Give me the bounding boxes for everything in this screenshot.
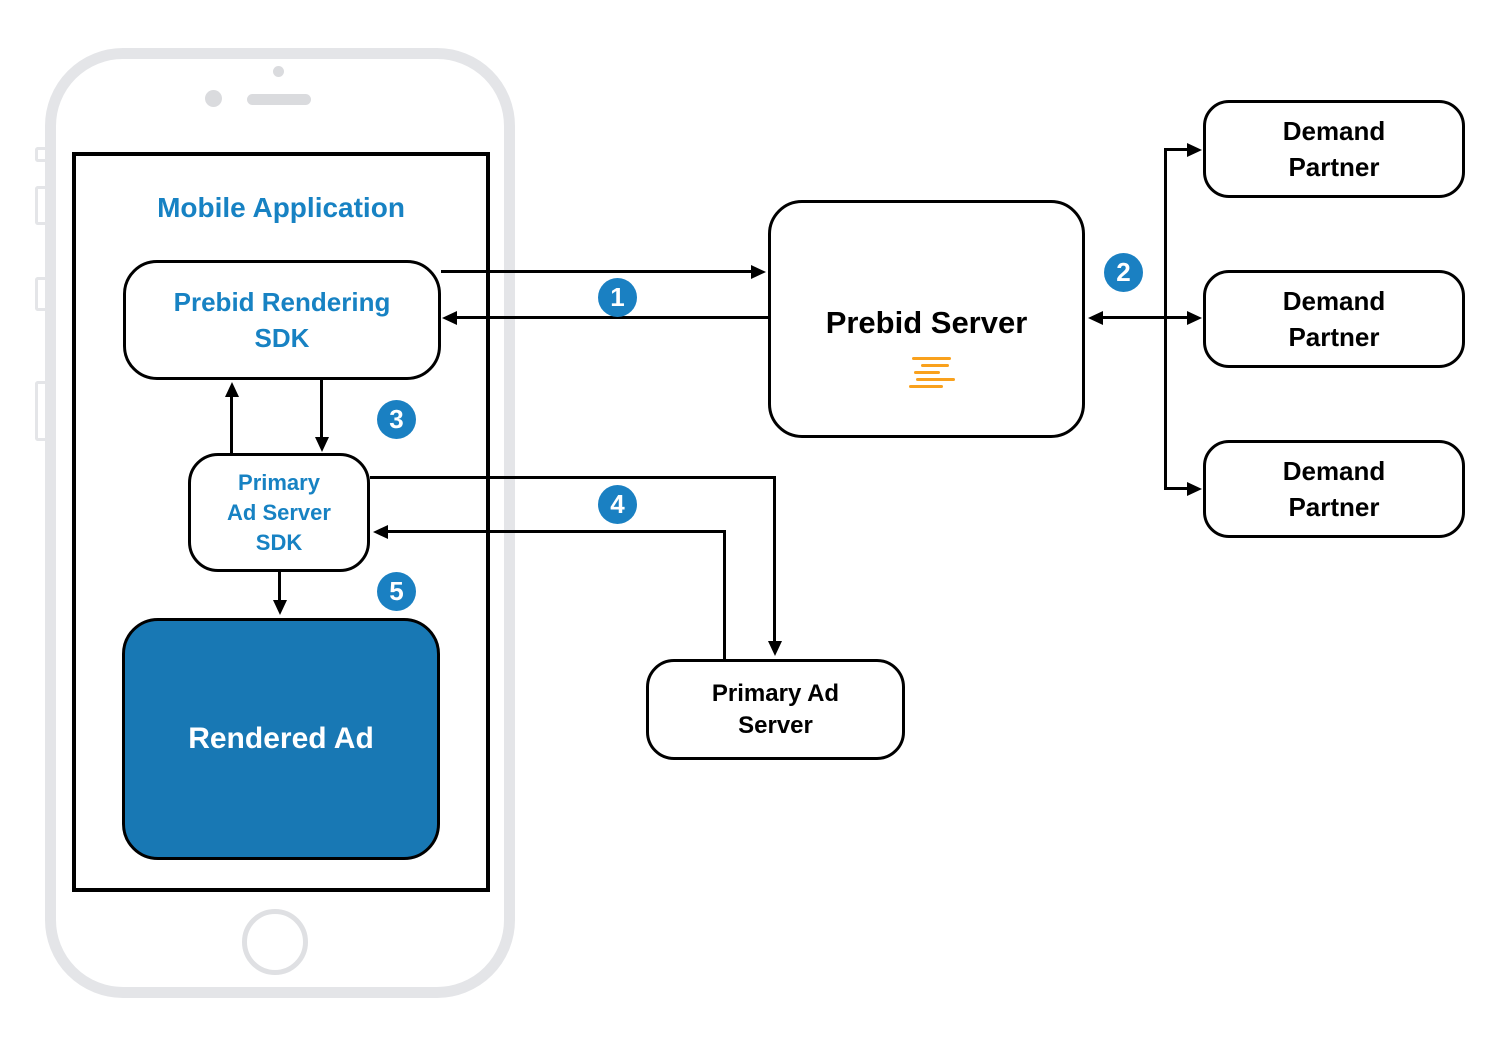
primary-ad-server-sdk-box: Primary Ad Server SDK (188, 453, 370, 572)
arrowhead-into-demand-partner-3 (1187, 482, 1202, 496)
phone-mute-switch (35, 147, 46, 162)
rendered-ad-label: Rendered Ad (188, 722, 374, 755)
demand-partner-3-label-line2: Partner (1288, 492, 1380, 522)
prebid-logo-icon (909, 355, 957, 389)
line-sdk-to-prebid-server (441, 270, 751, 273)
demand-partner-1-label-line1: Demand (1282, 116, 1386, 146)
line-left-to-primary-sdk (388, 530, 725, 533)
arrowhead-into-primary-sdk (315, 437, 329, 452)
demand-partner-2-label-line1: Demand (1282, 286, 1386, 316)
prebid-server-label: Prebid Server (825, 305, 1028, 340)
phone-volume-down-button (35, 277, 46, 311)
line-primary-sdk-to-rendered-ad (278, 572, 281, 602)
rendered-ad-box: Rendered Ad (122, 618, 440, 860)
line-partner-junction (1164, 148, 1167, 490)
demand-partner-2-label-line2: Partner (1288, 322, 1380, 352)
step-3-badge: 3 (377, 400, 416, 439)
line-sdk-down-to-primary-sdk (320, 380, 323, 438)
arrowhead-into-primary-ad-server (768, 641, 782, 656)
prebid-rendering-sdk-label-line1: Prebid Rendering (173, 287, 391, 317)
phone-volume-up-button (35, 186, 46, 225)
arrowhead-into-demand-partner-2 (1187, 311, 1202, 325)
phone-side-button (35, 381, 46, 441)
primary-ad-server-sdk-label-line1: Primary (238, 469, 320, 495)
mobile-application-box: Mobile Application (72, 152, 490, 892)
phone-camera-icon (205, 90, 222, 107)
demand-partner-box-2: Demand Partner (1203, 270, 1465, 368)
line-primary-sdk-right (370, 476, 775, 479)
phone-sensor-dot-icon (273, 66, 284, 77)
prebid-logo-stripe (909, 385, 943, 388)
line-prebid-server-to-sdk (457, 316, 768, 319)
arrowhead-into-prebid-server-right (1088, 311, 1103, 325)
arrowhead-into-prebid-server (751, 265, 766, 279)
prebid-rendering-sdk-label-line2: SDK (254, 323, 310, 353)
arrowhead-into-rendering-sdk (442, 311, 457, 325)
step-1-badge: 1 (598, 278, 637, 317)
line-to-demand-partner-3 (1164, 487, 1187, 490)
prebid-server-box: Prebid Server (768, 200, 1085, 438)
line-down-to-primary-ad-server (773, 476, 776, 642)
line-prebid-server-to-partners (1103, 316, 1187, 319)
primary-ad-server-box: Primary Ad Server (646, 659, 905, 760)
primary-ad-server-label-line2: Server (738, 711, 813, 739)
phone-speaker-icon (247, 94, 311, 105)
arrowhead-into-demand-partner-1 (1187, 143, 1202, 157)
step-2-badge: 2 (1104, 253, 1143, 292)
mobile-application-title: Mobile Application (157, 192, 405, 223)
line-primary-sdk-up-to-sdk (230, 397, 233, 453)
demand-partner-1-label-line2: Partner (1288, 152, 1380, 182)
prebid-logo-stripe (914, 371, 940, 374)
arrowhead-into-primary-sdk-left (373, 525, 388, 539)
prebid-logo-stripe (921, 364, 949, 367)
demand-partner-3-label-line1: Demand (1282, 456, 1386, 486)
line-primary-ad-server-up (723, 530, 726, 659)
prebid-logo-stripe (912, 357, 951, 360)
demand-partner-box-1: Demand Partner (1203, 100, 1465, 198)
primary-ad-server-sdk-label-line2: Ad Server (227, 499, 331, 525)
demand-partner-box-3: Demand Partner (1203, 440, 1465, 538)
primary-ad-server-sdk-label-line3: SDK (255, 529, 303, 555)
step-4-badge: 4 (598, 485, 637, 524)
arrowhead-up-into-rendering-sdk (225, 382, 239, 397)
arrowhead-into-rendered-ad (273, 600, 287, 615)
line-to-demand-partner-1 (1164, 148, 1187, 151)
prebid-rendering-sdk-box: Prebid Rendering SDK (123, 260, 441, 380)
prebid-logo-stripe (916, 378, 955, 381)
phone-home-button (242, 909, 308, 975)
primary-ad-server-label-line1: Primary Ad (711, 679, 840, 707)
step-5-badge: 5 (377, 572, 416, 611)
